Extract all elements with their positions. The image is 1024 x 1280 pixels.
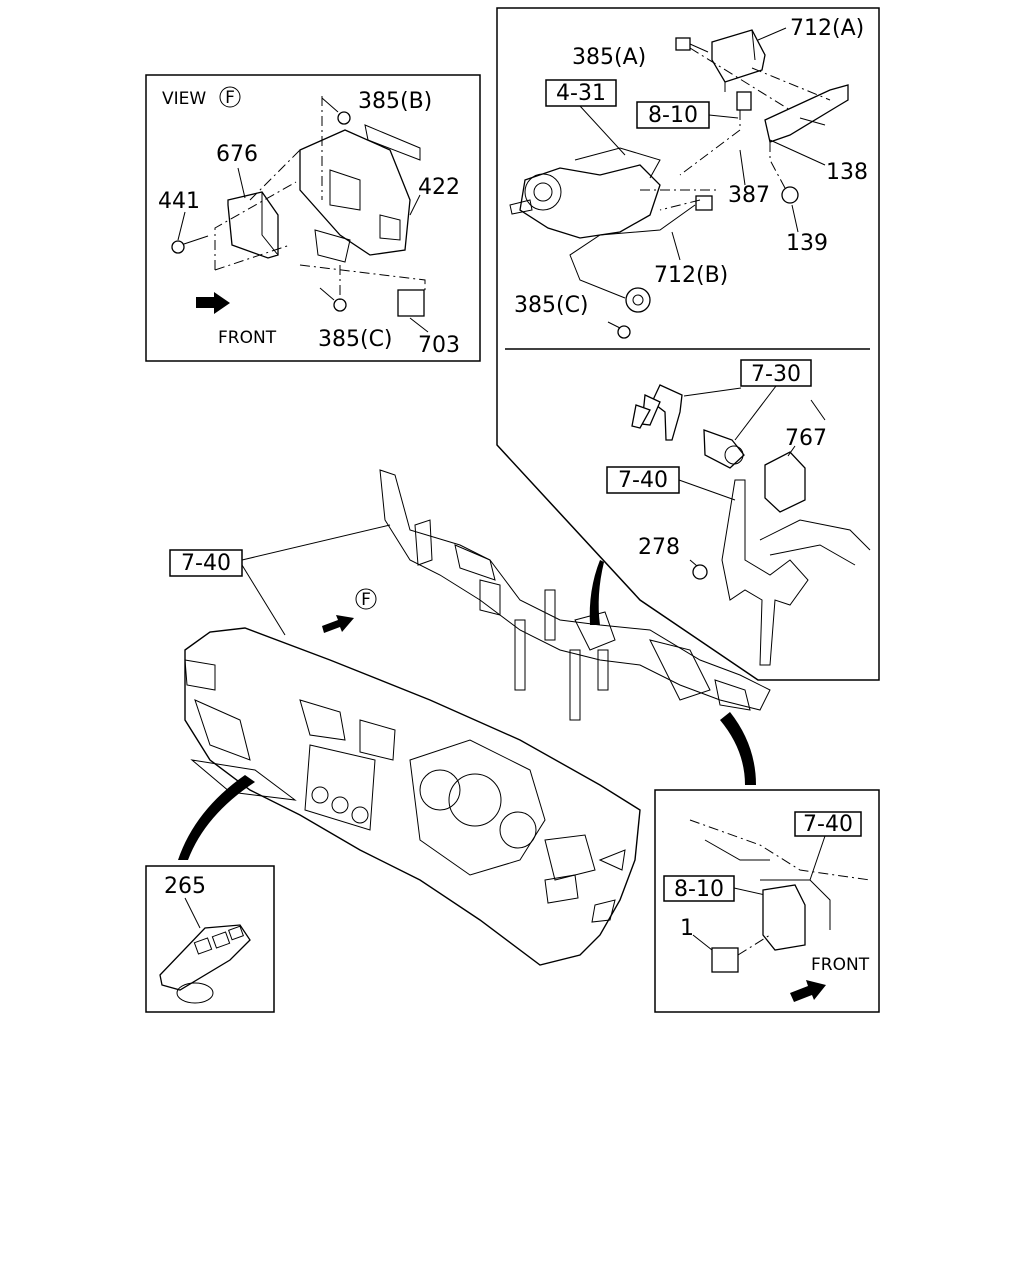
view-label: VIEW	[162, 89, 206, 109]
ref-8-10-top: 8-10	[648, 103, 698, 128]
bolt-385a	[675, 37, 709, 53]
label-703: 703	[418, 333, 460, 358]
nut-139	[781, 186, 799, 204]
front-arrow-icon	[196, 292, 230, 314]
pointer-arrow-icon	[589, 560, 604, 625]
ref-box-8-10-relay	[663, 875, 735, 902]
front-label-view: FRONT	[218, 328, 277, 348]
view-letter: F	[225, 88, 235, 108]
relay-1	[711, 947, 739, 973]
ref-7-40-relay: 7-40	[803, 812, 853, 837]
keys	[631, 384, 683, 441]
label-422: 422	[418, 175, 460, 200]
front-arrow-relay-icon	[790, 980, 826, 1002]
ref-box-8-10-top	[636, 101, 710, 129]
ref-8-10-relay: 8-10	[674, 877, 724, 902]
remote-key-fob	[159, 924, 251, 1004]
label-265: 265	[164, 874, 206, 899]
ref-7-40-inset: 7-40	[618, 468, 668, 493]
ignition-inset: 4-31 8-10 712(A) 385(A) 138 387 139 712(…	[496, 7, 880, 681]
switch-767	[764, 451, 806, 513]
ref-7-40-main: 7-40	[181, 551, 231, 576]
antenna-712b	[569, 195, 713, 313]
label-385c-view: 385(C)	[318, 327, 393, 352]
ref-box-7-40-inset	[606, 466, 680, 494]
control-unit-676	[227, 191, 279, 259]
screw-441	[171, 235, 209, 254]
ref-box-7-40-relay	[794, 811, 862, 837]
front-label-relay: FRONT	[811, 955, 870, 975]
screw-385b	[321, 97, 351, 125]
instrument-panel	[184, 627, 641, 966]
nut-278	[692, 564, 708, 580]
remote-inset: 265	[145, 865, 275, 1013]
view-f-inset: VIEW F	[145, 74, 481, 362]
label-712a: 712(A)	[790, 16, 864, 41]
ref-4-31: 4-31	[556, 81, 606, 106]
dashboard-assembly: 7-40 F	[169, 469, 771, 966]
label-387: 387	[728, 183, 770, 208]
label-1: 1	[680, 916, 694, 941]
view-f-marker: F	[361, 590, 371, 610]
label-385c-right: 385(C)	[514, 293, 589, 318]
module-712a	[711, 29, 766, 83]
connector-387	[736, 91, 752, 111]
ref-box-7-40-main	[169, 549, 243, 577]
label-139: 139	[786, 231, 828, 256]
control-unit-bracket	[299, 124, 421, 263]
label-712b: 712(B)	[654, 263, 728, 288]
relay-703	[397, 289, 425, 317]
label-138: 138	[826, 160, 868, 185]
key-cylinder	[703, 429, 745, 469]
label-676: 676	[216, 142, 258, 167]
label-385a: 385(A)	[572, 45, 646, 70]
steering-column-lock	[509, 147, 661, 239]
pointer-arrow-relay-icon	[720, 712, 756, 785]
relay-holder	[762, 884, 806, 951]
label-767: 767	[785, 426, 827, 451]
label-385b: 385(B)	[358, 89, 432, 114]
label-441: 441	[158, 189, 200, 214]
pointer-arrow-remote-icon	[178, 775, 255, 860]
screw-385c-right	[607, 321, 631, 339]
ref-7-30: 7-30	[751, 362, 801, 387]
relay-inset: 7-40 8-10 1 FRONT	[654, 789, 880, 1013]
label-278: 278	[638, 535, 680, 560]
ref-box-4-31	[545, 79, 617, 107]
view-direction-arrow-icon	[322, 615, 354, 633]
